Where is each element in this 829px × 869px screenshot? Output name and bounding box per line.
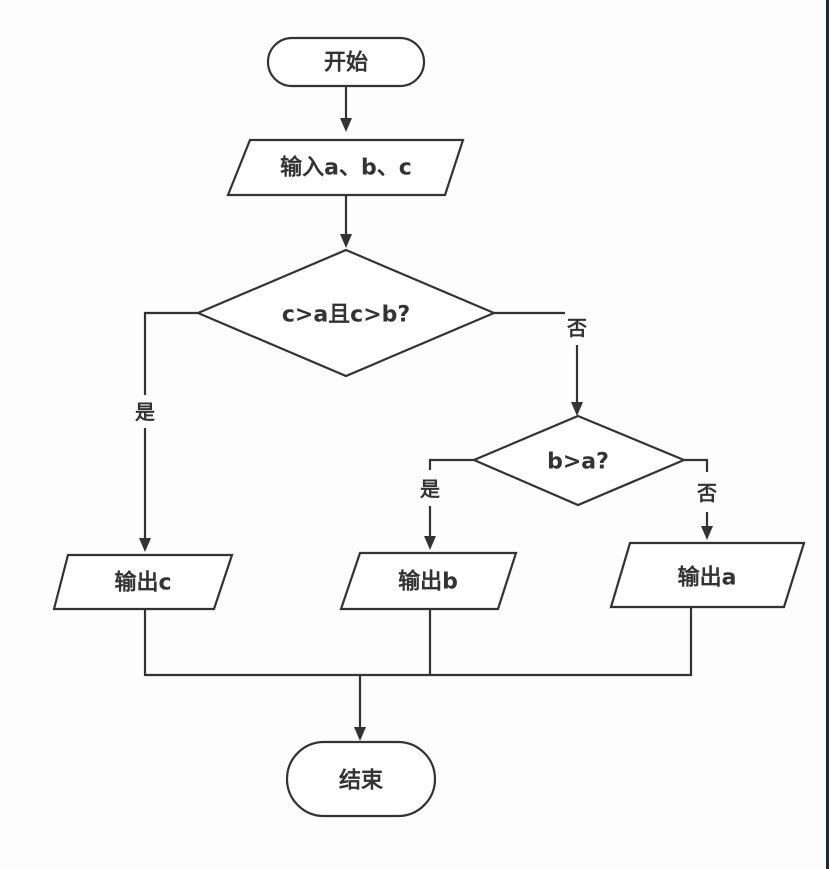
edges <box>139 86 713 741</box>
decision2-yes-label: 是 <box>419 477 440 501</box>
input-parallelogram <box>226 138 465 197</box>
output-a-label: 输出a <box>678 565 737 591</box>
node-output-c: 输出c <box>52 553 234 611</box>
decision2-no-label: 否 <box>696 481 717 505</box>
decision1-diamond <box>195 248 497 378</box>
output-b-parallelogram <box>339 551 518 611</box>
decision1-no-label: 否 <box>566 316 587 340</box>
node-decision2: b>a? <box>471 414 687 507</box>
start-label: 开始 <box>324 50 368 76</box>
node-output-b: 输出b <box>339 551 518 611</box>
node-start: 开始 <box>266 36 426 88</box>
end-terminator <box>285 740 437 818</box>
output-b-label: 输出b <box>398 569 458 595</box>
decision1-yes-label: 是 <box>134 400 155 424</box>
end-label: 结束 <box>339 768 384 794</box>
output-a-parallelogram <box>609 541 806 609</box>
output-c-parallelogram <box>52 553 234 611</box>
decision2-diamond <box>471 414 687 507</box>
edge-decision2-no-top <box>684 458 709 472</box>
edge-decision2-yes-top <box>428 458 474 470</box>
window-edge <box>826 0 829 869</box>
node-output-a: 输出a <box>609 541 806 609</box>
arrowhead <box>340 118 352 132</box>
start-terminator <box>266 36 426 88</box>
decision1-label: c>a且c>b? <box>282 303 410 328</box>
arrowhead <box>424 536 436 550</box>
input-label: 输入a、b、c <box>280 155 412 181</box>
node-decision1: c>a且c>b? <box>195 248 497 378</box>
arrowhead <box>701 526 713 540</box>
arrowhead <box>139 538 151 552</box>
node-end: 结束 <box>285 740 437 818</box>
arrowhead <box>340 234 352 248</box>
output-c-label: 输出c <box>114 570 171 596</box>
edge-merge <box>143 607 693 677</box>
arrowhead <box>571 402 583 416</box>
node-input: 输入a、b、c <box>226 138 465 197</box>
edge-decision1-yes-top <box>143 311 198 395</box>
arrowhead <box>354 727 366 741</box>
decision2-label: b>a? <box>547 450 609 475</box>
